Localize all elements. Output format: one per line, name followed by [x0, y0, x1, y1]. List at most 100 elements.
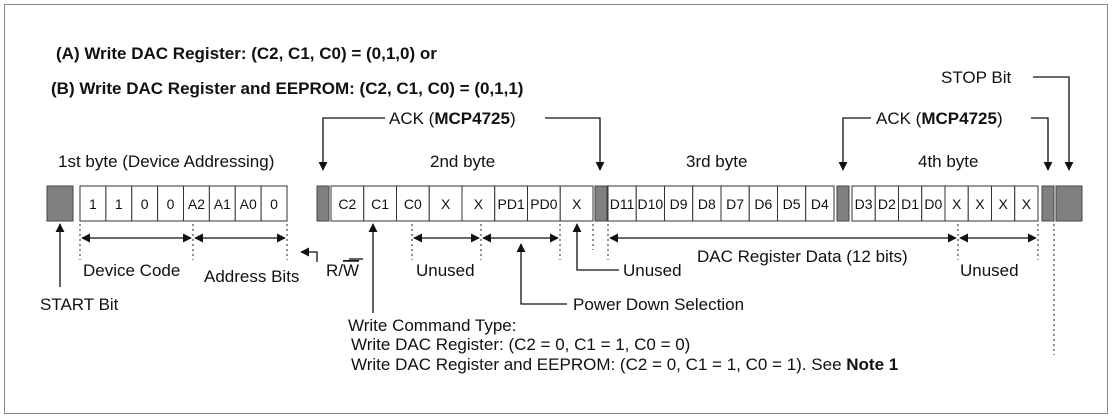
ack-2-left-leader — [838, 117, 871, 171]
byte-3-header: 3rd byte — [686, 152, 747, 171]
byte-2-bit-cell — [330, 185, 365, 222]
ack-cell-4 — [1041, 185, 1055, 222]
byte-1-bit-cell — [183, 185, 210, 222]
byte-4-bit-label: X — [975, 196, 985, 212]
diagram-frame — [4, 4, 1108, 414]
byte-3-bit-label: D9 — [670, 196, 688, 212]
stop-bit-label: STOP Bit — [941, 68, 1012, 87]
byte-2-bit-cell — [559, 185, 594, 222]
byte-2-bit-cell — [527, 185, 561, 222]
byte-1-bit-cell — [105, 185, 133, 222]
device-code-label: Device Code — [83, 261, 180, 280]
write-eeprom-label: Write DAC Register and EEPROM: (C2 = 0, … — [351, 355, 898, 374]
ack-cell-3 — [836, 185, 850, 222]
note-reference: Note 1 — [846, 355, 898, 374]
byte-3-bit-cell — [607, 185, 637, 222]
byte-2-bit-label: C2 — [338, 196, 356, 212]
title-line-b: (B) Write DAC Register and EEPROM: (C2, … — [51, 79, 523, 98]
byte-3-bit-label: D10 — [638, 196, 664, 212]
ack-label-2-device: MCP4725 — [921, 109, 997, 128]
power-down-label: Power Down Selection — [573, 295, 744, 314]
unused-2-leader — [572, 223, 619, 271]
dac-data-label: DAC Register Data (12 bits) — [697, 247, 908, 266]
byte-1-bit-label: A2 — [188, 196, 205, 212]
start-bit-label: START Bit — [40, 295, 119, 314]
byte-1-bit-label: A1 — [214, 196, 231, 212]
ack-1-left-leader — [318, 117, 385, 171]
rw-leader — [300, 247, 318, 262]
ack-label-1: ACK (MCP4725) — [389, 109, 516, 128]
byte-2-bit-cell — [363, 185, 397, 222]
byte-4-bit-label: X — [1022, 196, 1032, 212]
start-bit-cell — [46, 185, 74, 222]
rw-label: R/W — [326, 261, 359, 280]
byte-1-bit-cell — [157, 185, 185, 222]
byte-3-bit-label: D7 — [726, 196, 744, 212]
byte-3-bit-cell — [748, 185, 778, 222]
unused-1-label: Unused — [416, 261, 475, 280]
byte-3-bit-cell — [720, 185, 750, 222]
address-bits-label: Address Bits — [204, 267, 299, 286]
byte-4-bit-label: X — [998, 196, 1008, 212]
byte-1-bit-label: 0 — [167, 196, 175, 212]
byte-2-bit-label: X — [474, 196, 484, 212]
ack-label-1-device: MCP4725 — [434, 109, 510, 128]
byte-1-bit-cell — [260, 185, 288, 222]
write-command-label: Write Command Type: — [348, 316, 517, 335]
byte-2-bit-label: PD0 — [530, 196, 557, 212]
ack-cell-1 — [316, 185, 330, 222]
byte-2-bit-label: PD1 — [498, 196, 525, 212]
unused-3-label: Unused — [960, 261, 1019, 280]
byte-3-bit-label: D5 — [783, 196, 801, 212]
byte-1-cells: 1 1 0 0 A2 A1 A0 0 — [79, 185, 288, 222]
rw-label-r: R/ — [326, 261, 343, 280]
byte-1-bit-label: 1 — [115, 196, 123, 212]
ack-label-2-text: ACK ( — [876, 109, 922, 128]
byte-2-bit-label: C0 — [404, 196, 422, 212]
write-eeprom-text: Write DAC Register and EEPROM: (C2 = 0, … — [351, 355, 846, 374]
byte-1-bit-label: 0 — [141, 196, 149, 212]
byte-2-bit-label: C1 — [371, 196, 389, 212]
byte-4-bit-label: D2 — [878, 196, 896, 212]
byte-2-cells: C2 C1 C0 X X PD1 PD0 X — [330, 185, 594, 222]
byte-4-header: 4th byte — [918, 152, 979, 171]
byte-4-bit-cell — [1014, 185, 1039, 222]
rw-label-w: W — [343, 261, 359, 280]
byte-3-bit-cell — [692, 185, 722, 222]
write-dac-label: Write DAC Register: (C2 = 0, C1 = 1, C0 … — [351, 335, 690, 354]
power-down-leader — [516, 243, 567, 305]
byte-3-bit-cell — [805, 185, 835, 222]
byte-1-bit-cell — [234, 185, 262, 222]
byte-3-bit-cell — [635, 185, 665, 222]
ack-label-1-close: ) — [510, 109, 516, 128]
byte-1-bit-label: 0 — [270, 196, 278, 212]
byte-4-bit-label: D0 — [924, 196, 942, 212]
ack-cell-2 — [594, 185, 608, 222]
ack-label-2-close: ) — [997, 109, 1003, 128]
byte-2-bit-label: X — [572, 196, 582, 212]
stop-bit-cell — [1055, 185, 1083, 222]
byte-1-bit-cell — [79, 185, 107, 222]
ack-label-2: ACK (MCP4725) — [876, 109, 1003, 128]
byte-3-bit-label: D8 — [698, 196, 716, 212]
ack-label-1-text: ACK ( — [389, 109, 435, 128]
byte-3-bit-label: D6 — [754, 196, 772, 212]
byte-3-bit-label: D4 — [811, 196, 829, 212]
byte-1-header: 1st byte (Device Addressing) — [58, 152, 274, 171]
byte-3-bit-label: D11 — [610, 196, 635, 212]
byte-2-bit-cell — [461, 185, 496, 222]
byte-4-bit-label: D1 — [901, 196, 919, 212]
byte-1-bit-cell — [208, 185, 236, 222]
byte-2-bit-cell — [428, 185, 463, 222]
byte-3-bit-cell — [777, 185, 807, 222]
byte-1-bit-label: 1 — [89, 196, 97, 212]
byte-2-bit-cell — [396, 185, 430, 222]
ack-1-right-leader — [545, 117, 605, 171]
byte-2-bit-label: X — [441, 196, 451, 212]
title-line-a: (A) Write DAC Register: (C2, C1, C0) = (… — [56, 44, 437, 63]
byte-1-bit-label: A0 — [240, 196, 257, 212]
byte-4-bit-label: X — [952, 196, 962, 212]
